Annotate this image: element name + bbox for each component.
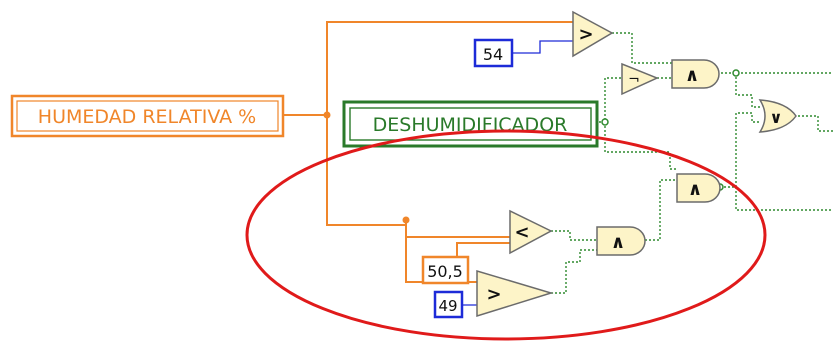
constant-49-value: 49 bbox=[438, 297, 457, 315]
and-gate-middle[interactable]: ∧ bbox=[676, 173, 721, 203]
greater-than-symbol: > bbox=[486, 284, 501, 305]
not-symbol: ¬ bbox=[628, 72, 640, 88]
constant-50-5-value: 50,5 bbox=[427, 262, 463, 281]
greater-than-comparator-top[interactable]: > bbox=[572, 10, 614, 58]
or-gate[interactable]: ∨ bbox=[758, 99, 797, 133]
constant-54-value: 54 bbox=[483, 45, 503, 64]
or-symbol: ∨ bbox=[770, 108, 783, 127]
and-gate-top[interactable]: ∧ bbox=[671, 59, 720, 89]
constant-50-5[interactable]: 50,5 bbox=[421, 255, 470, 285]
less-than-symbol: < bbox=[514, 222, 529, 243]
humedad-relativa-label: HUMEDAD RELATIVA % bbox=[38, 106, 256, 128]
constant-54[interactable]: 54 bbox=[473, 38, 514, 68]
and-symbol: ∧ bbox=[688, 179, 703, 200]
constant-wires bbox=[462, 40, 573, 306]
deshumidificador-indicator[interactable]: DESHUMIDIFICADOR bbox=[342, 100, 599, 148]
annotation-ellipse bbox=[245, 129, 767, 341]
constant-49[interactable]: 49 bbox=[433, 290, 464, 319]
greater-than-comparator-bottom[interactable]: > bbox=[476, 269, 554, 318]
numeric-wires bbox=[284, 21, 573, 283]
humedad-relativa-indicator[interactable]: HUMEDAD RELATIVA % bbox=[10, 94, 285, 138]
greater-than-symbol: > bbox=[578, 24, 593, 45]
not-gate[interactable]: ¬ bbox=[621, 62, 659, 96]
wire-junctions bbox=[323, 111, 410, 224]
and-gate-bottom[interactable]: ∧ bbox=[596, 226, 646, 256]
less-than-comparator[interactable]: < bbox=[509, 209, 553, 255]
and-symbol: ∧ bbox=[611, 232, 626, 253]
and-symbol: ∧ bbox=[685, 65, 700, 86]
